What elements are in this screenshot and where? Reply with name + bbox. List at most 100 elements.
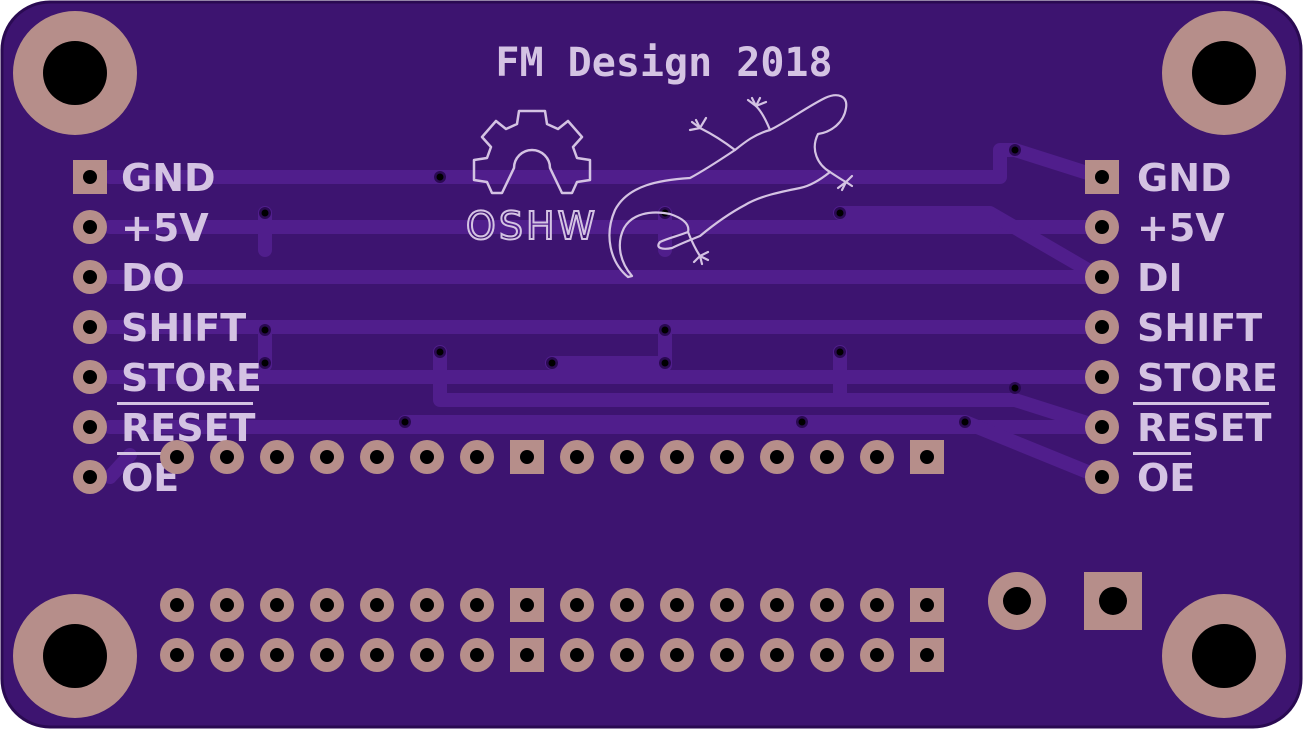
pad-drill <box>1095 320 1109 334</box>
pad-drill <box>270 648 284 662</box>
copper-traces <box>103 143 1107 484</box>
via-drill <box>261 326 269 334</box>
pin-label: RESET <box>1137 406 1272 450</box>
pad-drill <box>570 450 584 464</box>
pad-drill <box>820 598 834 612</box>
copper-trace <box>833 206 1107 284</box>
pin-label: GND <box>121 156 216 200</box>
pin-label: STORE <box>1137 356 1278 400</box>
pad-drill <box>420 450 434 464</box>
center-pin-row <box>160 440 944 474</box>
pad-drill <box>470 648 484 662</box>
pad-drill <box>83 220 97 234</box>
gecko-icon <box>608 94 854 279</box>
active-low-overline <box>1133 402 1269 405</box>
pad-drill <box>820 450 834 464</box>
via-drill <box>1011 146 1019 154</box>
via-drill <box>436 173 444 181</box>
pad-drill <box>1095 470 1109 484</box>
active-low-overline <box>1133 452 1191 455</box>
pad-drill <box>1099 587 1127 615</box>
pad-drill <box>720 648 734 662</box>
pad-drill <box>670 450 684 464</box>
pad-drill <box>83 420 97 434</box>
pad-drill <box>870 450 884 464</box>
bottom-pin-rows <box>160 588 944 672</box>
via-drill <box>1011 384 1019 392</box>
power-connector <box>988 572 1142 630</box>
pad-drill <box>770 598 784 612</box>
pad-drill <box>220 598 234 612</box>
pad-drill <box>1095 370 1109 384</box>
pin-label: GND <box>1137 156 1232 200</box>
pin-label: STORE <box>121 356 262 400</box>
pad-drill <box>770 648 784 662</box>
pin-label: SHIFT <box>121 306 246 350</box>
pin-label: +5V <box>121 206 209 250</box>
pad-drill <box>83 470 97 484</box>
via-drill <box>261 209 269 217</box>
via-drill <box>661 359 669 367</box>
pad-drill <box>920 648 934 662</box>
pin-label: +5V <box>1137 206 1225 250</box>
pad-drill <box>320 648 334 662</box>
pad-drill <box>520 450 534 464</box>
via-drill <box>836 209 844 217</box>
pad-drill <box>820 648 834 662</box>
pad-drill <box>920 598 934 612</box>
via-drill <box>661 326 669 334</box>
pad-drill <box>220 450 234 464</box>
pad-drill <box>1095 170 1109 184</box>
copper-trace <box>433 345 1107 434</box>
via-drill <box>436 348 444 356</box>
pad-drill <box>670 648 684 662</box>
mounting-holes <box>13 11 1286 718</box>
via-drill <box>961 418 969 426</box>
via-drill <box>548 359 556 367</box>
pad-drill <box>170 598 184 612</box>
pad-drill <box>1003 587 1031 615</box>
pad-drill <box>870 598 884 612</box>
mounting-hole-drill <box>43 624 107 688</box>
pad-drill <box>1095 420 1109 434</box>
pad-drill <box>83 320 97 334</box>
pad-drill <box>670 598 684 612</box>
via-drill <box>836 348 844 356</box>
pad-drill <box>170 450 184 464</box>
pad-drill <box>920 450 934 464</box>
active-low-overline <box>117 452 175 455</box>
pad-drill <box>520 598 534 612</box>
oshw-label: OSHW <box>466 204 598 248</box>
via-drill <box>401 418 409 426</box>
pad-drill <box>470 598 484 612</box>
pin-label: DO <box>121 256 185 300</box>
via-drill <box>798 418 806 426</box>
pad-drill <box>270 450 284 464</box>
mounting-hole-drill <box>1192 624 1256 688</box>
pad-drill <box>170 648 184 662</box>
pin-label: OE <box>1137 456 1195 500</box>
pad-drill <box>420 598 434 612</box>
board-title: FM Design 2018 <box>495 40 832 86</box>
via-drill <box>261 359 269 367</box>
pin-label: DI <box>1137 256 1183 300</box>
pad-drill <box>420 648 434 662</box>
right-header: GND +5V DI SHIFT STORE RESET OE <box>1085 156 1278 500</box>
pad-drill <box>620 598 634 612</box>
pad-drill <box>370 598 384 612</box>
oshw-gear-icon <box>472 109 592 195</box>
pad-drill <box>520 648 534 662</box>
pad-drill <box>83 270 97 284</box>
pad-drill <box>370 450 384 464</box>
pad-drill <box>320 450 334 464</box>
pad-drill <box>1095 220 1109 234</box>
copper-trace <box>103 448 137 484</box>
pad-drill <box>83 170 97 184</box>
pad-drill <box>370 648 384 662</box>
pin-label: SHIFT <box>1137 306 1262 350</box>
pad-drill <box>83 370 97 384</box>
pad-drill <box>320 598 334 612</box>
mounting-hole-drill <box>43 41 107 105</box>
pad-drill <box>720 450 734 464</box>
